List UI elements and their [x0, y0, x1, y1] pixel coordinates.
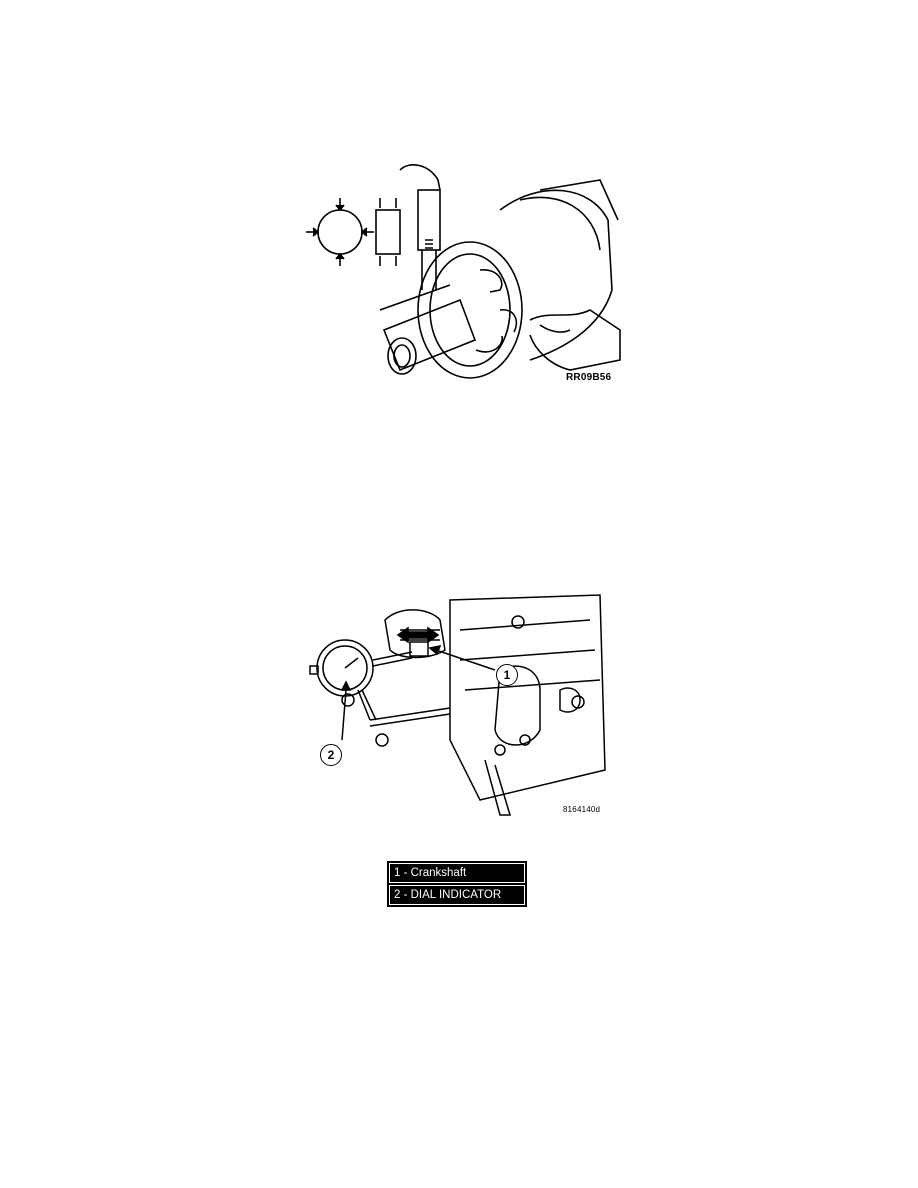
legend-box: 1 - Crankshaft 2 - DIAL INDICATOR: [387, 861, 527, 907]
legend-item-dial-indicator: 2 - DIAL INDICATOR: [389, 885, 525, 905]
micrometer-figure: [300, 160, 630, 396]
callout-1: 1: [496, 664, 518, 686]
figure-code: 8164140d: [563, 805, 601, 814]
dial-indicator-figure: [300, 590, 610, 822]
callout-2: 2: [320, 744, 342, 766]
dial-indicator-engine-icon: [309, 594, 606, 816]
figure-code: RR09B56: [566, 372, 612, 383]
legend-item-crankshaft: 1 - Crankshaft: [389, 863, 525, 883]
micrometer-crankshaft-icon: [306, 164, 621, 379]
